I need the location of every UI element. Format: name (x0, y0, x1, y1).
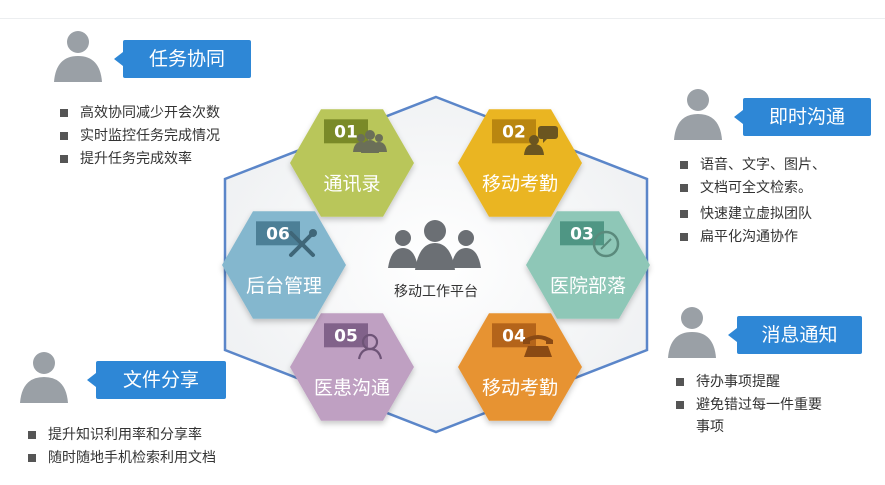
hexagon-shape (222, 211, 346, 319)
module-label: 医患沟通 (314, 377, 390, 399)
list-item: 扁平化沟通协作 (678, 226, 878, 248)
team-icon (388, 220, 481, 270)
callout-task-collab: 任务协同 (48, 24, 258, 84)
callout-title: 任务协同 (114, 40, 251, 78)
people-group-icon (353, 130, 387, 153)
list-item: 实时监控任务完成情况 (58, 125, 278, 147)
person-icon (20, 352, 68, 403)
notification-list: 待办事项提醒 避免错过每一件重要 事项 (674, 371, 874, 439)
person-icon (668, 307, 716, 358)
hexagon-shape (526, 211, 650, 319)
hexagon-shape (290, 109, 414, 217)
module-number: 04 (502, 326, 526, 346)
list-item: 高效协同减少开会次数 (58, 102, 278, 124)
module-number: 05 (334, 326, 358, 346)
module-hexagon-01[interactable]: 01 通讯录 (290, 109, 414, 217)
module-number: 01 (334, 122, 358, 142)
list-item: 提升任务完成效率 (58, 148, 278, 170)
module-hexagon-06[interactable]: 06 后台管理 (222, 211, 346, 319)
list-item: 文档可全文检索。 (678, 177, 878, 199)
number-tab (324, 323, 368, 348)
person-icon (54, 31, 102, 82)
module-label: 通讯录 (323, 173, 380, 195)
tools-icon (289, 229, 317, 257)
compass-icon (592, 230, 620, 258)
number-tab (492, 119, 536, 144)
module-number: 02 (502, 122, 526, 142)
module-label: 医院部落 (550, 275, 626, 297)
module-number: 06 (266, 224, 290, 244)
list-item: 提升知识利用率和分享率 (26, 424, 286, 446)
person-icon (674, 89, 722, 140)
top-divider (0, 18, 885, 19)
person-chat-icon (524, 126, 558, 155)
module-label: 后台管理 (246, 275, 322, 297)
number-tab (560, 221, 604, 246)
module-hexagon-05[interactable]: 05 医患沟通 (290, 313, 414, 421)
center-label: 移动工作平台 (394, 284, 478, 300)
list-item: 待办事项提醒 (674, 371, 874, 393)
callout-title: 即时沟通 (734, 98, 871, 136)
callout-file-sharing: 文件分享 (14, 345, 234, 405)
module-hexagon-03[interactable]: 03 医院部落 (526, 211, 650, 319)
module-hexagon-04[interactable]: 04 移动考勤 (458, 313, 582, 421)
list-item: 避免错过每一件重要 (674, 394, 874, 416)
module-label: 移动考勤 (482, 377, 558, 399)
list-item: 快速建立虚拟团队 (678, 203, 878, 225)
telephone-icon (523, 335, 553, 357)
person-icon (357, 333, 383, 360)
module-hexagon-02[interactable]: 02 移动考勤 (458, 109, 582, 217)
list-item: 语音、文字、图片、 (678, 154, 878, 176)
callout-title: 文件分享 (87, 361, 226, 399)
list-item: 事项 (696, 419, 724, 435)
file-sharing-list: 提升知识利用率和分享率 随时随地手机检索利用文档 (26, 424, 286, 470)
module-number: 03 (570, 224, 594, 244)
task-collab-list: 高效协同减少开会次数 实时监控任务完成情况 提升任务完成效率 (58, 102, 278, 171)
callout-title: 消息通知 (728, 316, 862, 354)
module-label: 移动考勤 (482, 173, 558, 195)
callout-instant-comm: 即时沟通 (668, 82, 878, 142)
instant-comm-list: 语音、文字、图片、 文档可全文检索。 快速建立虚拟团队 扁平化沟通协作 (678, 154, 878, 249)
list-item: 随时随地手机检索利用文档 (26, 447, 286, 469)
callout-notification: 消息通知 (662, 300, 872, 360)
hexagon-shape (290, 313, 414, 421)
